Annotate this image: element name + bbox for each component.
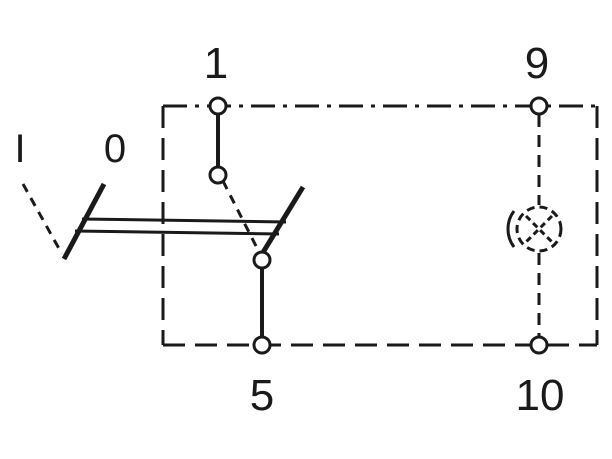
terminals [208, 96, 549, 355]
position-label-on: I [14, 127, 25, 171]
moving-contact [252, 250, 272, 270]
position-label-off: 0 [104, 127, 126, 171]
indicator-lamp-icon [506, 205, 563, 253]
actuator-bar [74, 217, 287, 236]
rocker-toggle [21, 182, 107, 261]
terminal-label-9: 9 [525, 39, 549, 88]
terminal-label-1: 1 [204, 39, 228, 88]
terminal-label-10: 10 [516, 371, 565, 420]
fixed-contact [208, 165, 228, 185]
terminal-1 [208, 96, 228, 116]
terminal-9 [529, 96, 549, 116]
terminal-5 [252, 335, 272, 355]
contact-dashed-link [221, 180, 260, 251]
terminal-label-5: 5 [250, 371, 274, 420]
terminal-10 [529, 335, 549, 355]
switch-housing [161, 104, 599, 347]
